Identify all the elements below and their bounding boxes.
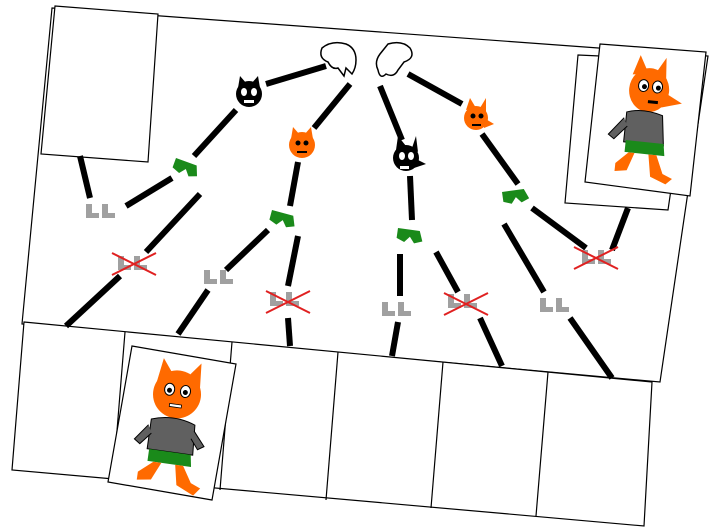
fox-card-top-right (585, 44, 706, 196)
empty-card-top-left (41, 6, 158, 162)
